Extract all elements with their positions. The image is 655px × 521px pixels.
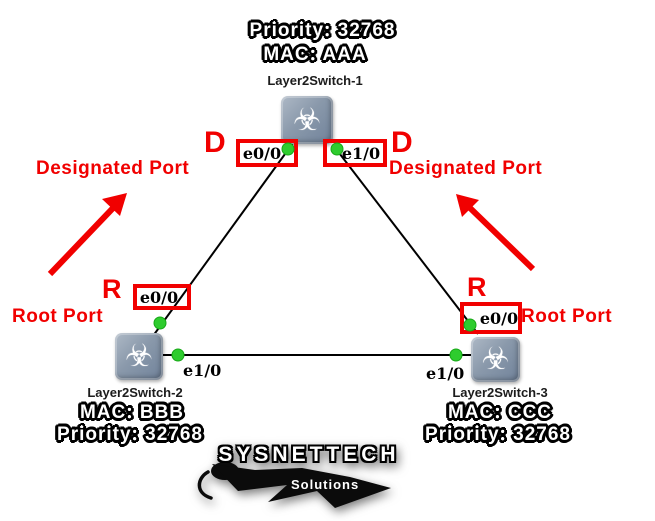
port-label-sw2-e10: e1/0 <box>183 361 222 380</box>
port-label-sw2-e00: e0/0 <box>139 287 179 307</box>
port-label-sw1-e10: e1/0 <box>341 143 381 163</box>
mac-label-sw2: MAC: BBB <box>79 402 185 423</box>
biohazard-icon: ☣ <box>481 341 510 377</box>
designated-arrow-right <box>456 194 536 272</box>
mac-label-sw1: MAC: AAA <box>263 44 367 65</box>
port-box-sw1-e10: e1/0 <box>323 139 387 167</box>
designated-port-label-right: Designated Port <box>389 158 543 179</box>
root-letter-sw3: R <box>467 272 487 302</box>
link-sw1-sw3 <box>332 144 479 335</box>
switch-icon-sw2: ☣ <box>115 333 163 380</box>
designated-port-label-left: Designated Port <box>36 158 190 179</box>
port-box-sw2-e00: e0/0 <box>133 284 191 310</box>
switch-icon-sw1: ☣ <box>281 96 333 144</box>
root-port-label-sw2: Root Port <box>12 306 104 327</box>
priority-label-sw2: Priority: 32768 <box>57 424 203 445</box>
switch-name-sw1: Layer2Switch-1 <box>267 73 363 88</box>
biohazard-icon: ☣ <box>293 101 321 138</box>
logo-arrow-icon <box>197 462 391 508</box>
port-label-sw1-e00: e0/0 <box>242 143 282 163</box>
switch-name-sw2: Layer2Switch-2 <box>87 385 183 400</box>
port-box-sw1-e00: e0/0 <box>236 139 298 167</box>
port-label-sw3-e10: e1/0 <box>426 364 465 383</box>
port-label-sw3-e00: e0/0 <box>479 308 519 328</box>
priority-label-sw3: Priority: 32768 <box>425 424 571 445</box>
logo-subtitle: Solutions <box>291 477 360 492</box>
root-letter-sw2: R <box>102 274 122 304</box>
sysnettech-logo: SYSNETTECH Solutions <box>195 441 425 519</box>
mac-label-sw3: MAC: CCC <box>447 402 553 423</box>
link-sw1-sw2 <box>152 142 294 337</box>
port-box-sw3-e00: e0/0 <box>460 302 522 334</box>
priority-label-sw1: Priority: 32768 <box>249 20 396 41</box>
designated-letter-right: D <box>391 126 413 159</box>
logo-title: SYSNETTECH <box>218 443 400 466</box>
root-port-label-sw3: Root Port <box>521 306 613 327</box>
biohazard-icon: ☣ <box>125 338 153 374</box>
switch-icon-sw3: ☣ <box>471 337 520 382</box>
designated-arrow-left <box>47 193 127 277</box>
switch-name-sw3: Layer2Switch-3 <box>452 385 548 400</box>
designated-letter-left: D <box>204 126 226 159</box>
